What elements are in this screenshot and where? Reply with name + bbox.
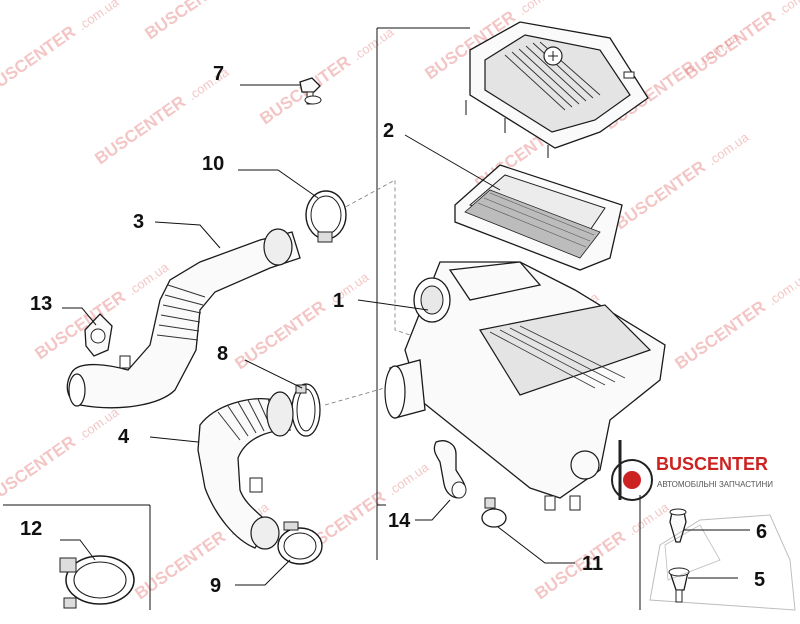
watermark-domain: .com.ua — [75, 0, 122, 33]
watermark-brand: BUSCENTER — [681, 7, 779, 83]
callout-13: 13 — [30, 293, 52, 315]
watermark-brand: BUSCENTER — [141, 0, 239, 43]
callout-9: 9 — [210, 575, 221, 597]
hose-clamp-10 — [305, 190, 347, 243]
logo-brand: BUSCENTER — [656, 454, 768, 474]
watermark-brand: BUSCENTER — [671, 297, 769, 373]
watermark-brand: BUSCENTER — [0, 432, 79, 508]
callout-7: 7 — [213, 63, 224, 85]
buscenter-logo: BUSCENTER АВТОМОБІЛЬНІ ЗАПЧАСТИНИ — [611, 440, 773, 501]
watermark-domain: .com.ua — [515, 0, 562, 18]
bolt-7 — [299, 77, 322, 105]
watermark-domain: .com.ua — [350, 24, 397, 63]
logo-tagline: АВТОМОБІЛЬНІ ЗАПЧАСТИНИ — [657, 480, 773, 489]
watermark-domain: .com.ua — [325, 269, 372, 308]
leader-lines — [60, 84, 750, 586]
watermark-domain: .com.ua — [185, 64, 232, 103]
assembly-bracket — [324, 27, 470, 560]
watermark-brand: BUSCENTER — [91, 92, 189, 168]
callout-8: 8 — [217, 343, 228, 365]
callout-5: 5 — [754, 569, 765, 591]
watermark-domain: .com.ua — [385, 459, 432, 498]
callout-2: 2 — [383, 120, 394, 142]
callout-14: 14 — [388, 510, 411, 532]
watermark-brand: BUSCENTER — [611, 157, 709, 233]
callout-labels: 1 2 3 4 5 6 7 8 9 10 11 12 13 14 — [20, 63, 767, 597]
watermark-domain: .com.ua — [75, 404, 122, 443]
watermark-domain: .com.ua — [705, 129, 752, 168]
watermark-domain: .com.ua — [765, 269, 800, 308]
air-filter-element — [454, 164, 623, 271]
watermark-brand: BUSCENTER — [231, 297, 329, 373]
hose-clamp-11 — [481, 497, 507, 528]
callout-10: 10 — [202, 153, 224, 175]
air-filter-cover — [465, 21, 649, 158]
air-sensor-13 — [84, 313, 113, 357]
sensor-ring-12 — [59, 555, 135, 609]
watermark-domain: .com.ua — [625, 499, 672, 538]
intake-hose-4 — [197, 391, 294, 550]
watermark-domain: .com.ua — [775, 0, 800, 18]
callout-11: 11 — [582, 553, 603, 575]
callout-3: 3 — [133, 211, 144, 233]
drain-hose — [433, 440, 467, 499]
fastener-clip-5 — [668, 567, 690, 603]
callout-4: 4 — [118, 426, 130, 448]
inset-frame-12 — [3, 504, 151, 610]
watermark-brand: BUSCENTER — [531, 527, 629, 603]
callout-6: 6 — [756, 521, 767, 543]
intake-hose-3 — [66, 228, 301, 409]
vehicle-silhouette — [649, 514, 796, 611]
air-filter-housing — [384, 261, 666, 511]
hose-clamp-8 — [291, 383, 321, 437]
callout-1: 1 — [333, 290, 344, 312]
fastener-clip-6 — [669, 508, 687, 543]
watermark-brand: BUSCENTER — [0, 22, 79, 98]
hose-clamp-9 — [277, 521, 323, 565]
callout-12: 12 — [20, 518, 42, 540]
